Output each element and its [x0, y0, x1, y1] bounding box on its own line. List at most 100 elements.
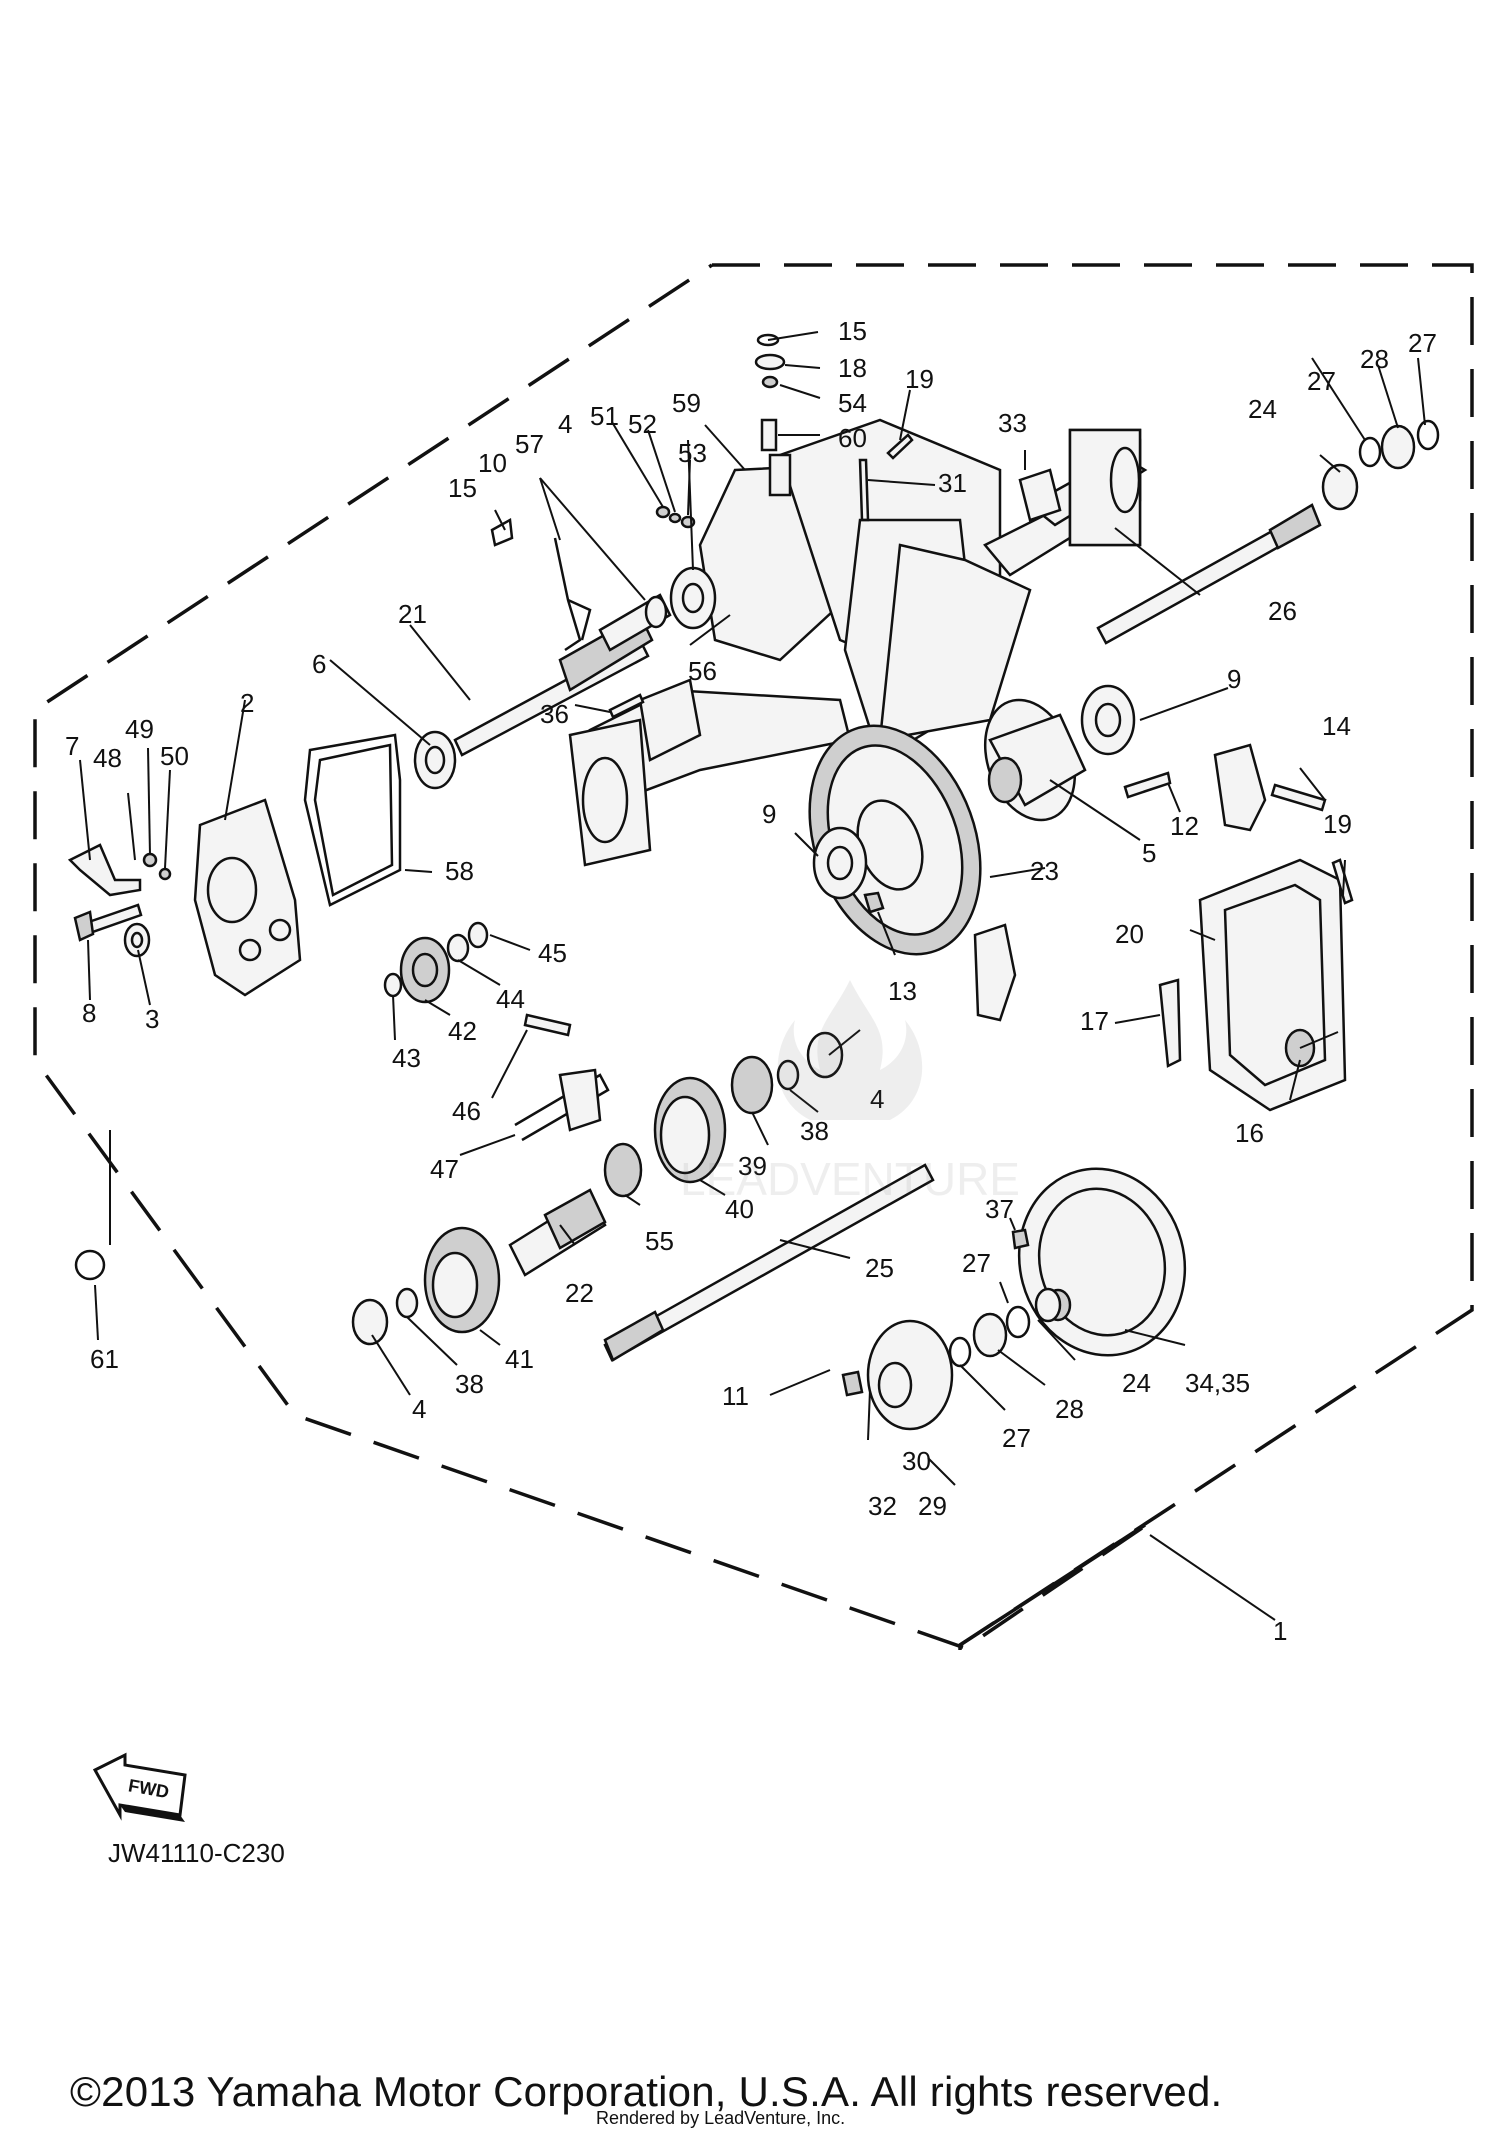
label-31: 31	[938, 468, 967, 498]
label-10: 10	[478, 448, 507, 478]
input-shaft	[453, 593, 672, 757]
label-27-bottom: 27	[1002, 1423, 1031, 1453]
label-9-left: 9	[762, 799, 776, 829]
label-55: 55	[645, 1226, 674, 1256]
clip-27-far-right	[1416, 419, 1440, 451]
render-credit: Rendered by LeadVenture, Inc.	[596, 2108, 846, 2128]
label-41: 41	[505, 1344, 534, 1374]
label-61: 61	[90, 1344, 119, 1374]
pin-60	[760, 418, 778, 452]
washer-45	[467, 921, 489, 949]
label-4-mid: 4	[870, 1084, 884, 1114]
label-57: 57	[515, 429, 544, 459]
bearing-cap-lower	[973, 923, 1017, 1022]
clutch-55	[603, 1142, 643, 1198]
bearing-6	[413, 730, 457, 790]
washer-38-upper	[776, 1059, 800, 1091]
label-1: 1	[1273, 1616, 1287, 1646]
label-44: 44	[496, 984, 525, 1014]
washer-51	[655, 505, 671, 519]
label-5: 5	[1142, 838, 1156, 868]
bolt-8	[73, 903, 143, 942]
axle-shaft-left	[603, 1163, 935, 1362]
clip-27-bottom	[948, 1336, 972, 1368]
gear-41	[423, 1226, 501, 1334]
drawing-code: JW41110-C230	[108, 1838, 285, 1868]
label-28-right: 28	[1360, 344, 1389, 374]
bearing-4-mid	[806, 1031, 844, 1079]
rear-cover	[1198, 858, 1347, 1112]
washer-24-right	[1321, 463, 1359, 511]
bearing-9-left	[812, 826, 868, 900]
label-59: 59	[672, 388, 701, 418]
clip-15-left	[490, 517, 514, 547]
front-cover	[193, 798, 302, 997]
clip-27-lower	[1005, 1305, 1031, 1339]
label-25: 25	[865, 1253, 894, 1283]
copyright-notice: ©2013 Yamaha Motor Corporation, U.S.A. A…	[70, 2068, 1223, 2115]
label-20: 20	[1115, 919, 1144, 949]
shaft-22	[508, 1188, 607, 1277]
label-12: 12	[1170, 811, 1199, 841]
label-56: 56	[688, 656, 717, 686]
nut-54	[761, 375, 779, 389]
label-60: 60	[838, 423, 867, 453]
bearing-cap-upper	[1213, 743, 1267, 832]
label-48: 48	[93, 743, 122, 773]
label-13: 13	[888, 976, 917, 1006]
breather-17	[1158, 978, 1182, 1068]
label-18: 18	[838, 353, 867, 383]
watermark-text: LEADVENTURE	[680, 1153, 1020, 1205]
seal-3	[123, 922, 151, 958]
bolt-12	[1123, 771, 1172, 799]
leadventure-watermark-icon: LEADVENTURE	[680, 980, 1020, 1205]
left-axle-tube	[568, 678, 852, 867]
assembly-boundary	[712, 263, 1474, 1647]
label-33: 33	[998, 408, 1027, 438]
label-27-lower: 27	[962, 1248, 991, 1278]
lever-7	[67, 843, 142, 897]
bolt-14	[1270, 783, 1327, 812]
label-15-left: 15	[448, 473, 477, 503]
label-37: 37	[985, 1194, 1014, 1224]
label-45: 45	[538, 938, 567, 968]
label-53: 53	[678, 438, 707, 468]
label-7: 7	[65, 731, 79, 761]
bearing-28-right	[1380, 424, 1416, 470]
shift-rod-46	[523, 1013, 572, 1037]
bearing-4-lower	[351, 1298, 389, 1346]
clip-27-right	[1358, 436, 1382, 468]
label-8: 8	[82, 998, 96, 1028]
bearing-9-right	[1080, 684, 1136, 756]
label-54: 54	[838, 388, 867, 418]
pin-50	[158, 867, 172, 881]
clip-15-top	[756, 333, 780, 347]
label-27-far-right: 27	[1408, 328, 1437, 358]
wheel-hub	[866, 1319, 954, 1431]
label-46: 46	[452, 1096, 481, 1126]
label-19-right: 19	[1323, 809, 1352, 839]
label-34-35: 34,35	[1185, 1368, 1250, 1398]
label-2: 2	[240, 688, 254, 718]
gear-40	[653, 1076, 727, 1184]
label-23: 23	[1030, 856, 1059, 886]
differential-carrier	[983, 698, 1087, 822]
label-38-upper: 38	[800, 1116, 829, 1146]
label-49: 49	[125, 714, 154, 744]
label-4-bottom: 4	[412, 1394, 426, 1424]
bearing-4-upper	[644, 566, 717, 630]
label-58: 58	[445, 856, 474, 886]
right-axle-tube	[983, 428, 1148, 577]
label-17: 17	[1080, 1006, 1109, 1036]
ring-gear	[808, 724, 982, 956]
label-15-top: 15	[838, 316, 867, 346]
assembly-boundary-bottom	[33, 263, 1143, 1650]
label-50: 50	[160, 741, 189, 771]
label-39: 39	[738, 1151, 767, 1181]
label-42: 42	[448, 1016, 477, 1046]
axle-shaft-right	[1096, 503, 1322, 645]
label-26: 26	[1268, 596, 1297, 626]
label-36: 36	[540, 699, 569, 729]
washer-18	[754, 353, 786, 371]
